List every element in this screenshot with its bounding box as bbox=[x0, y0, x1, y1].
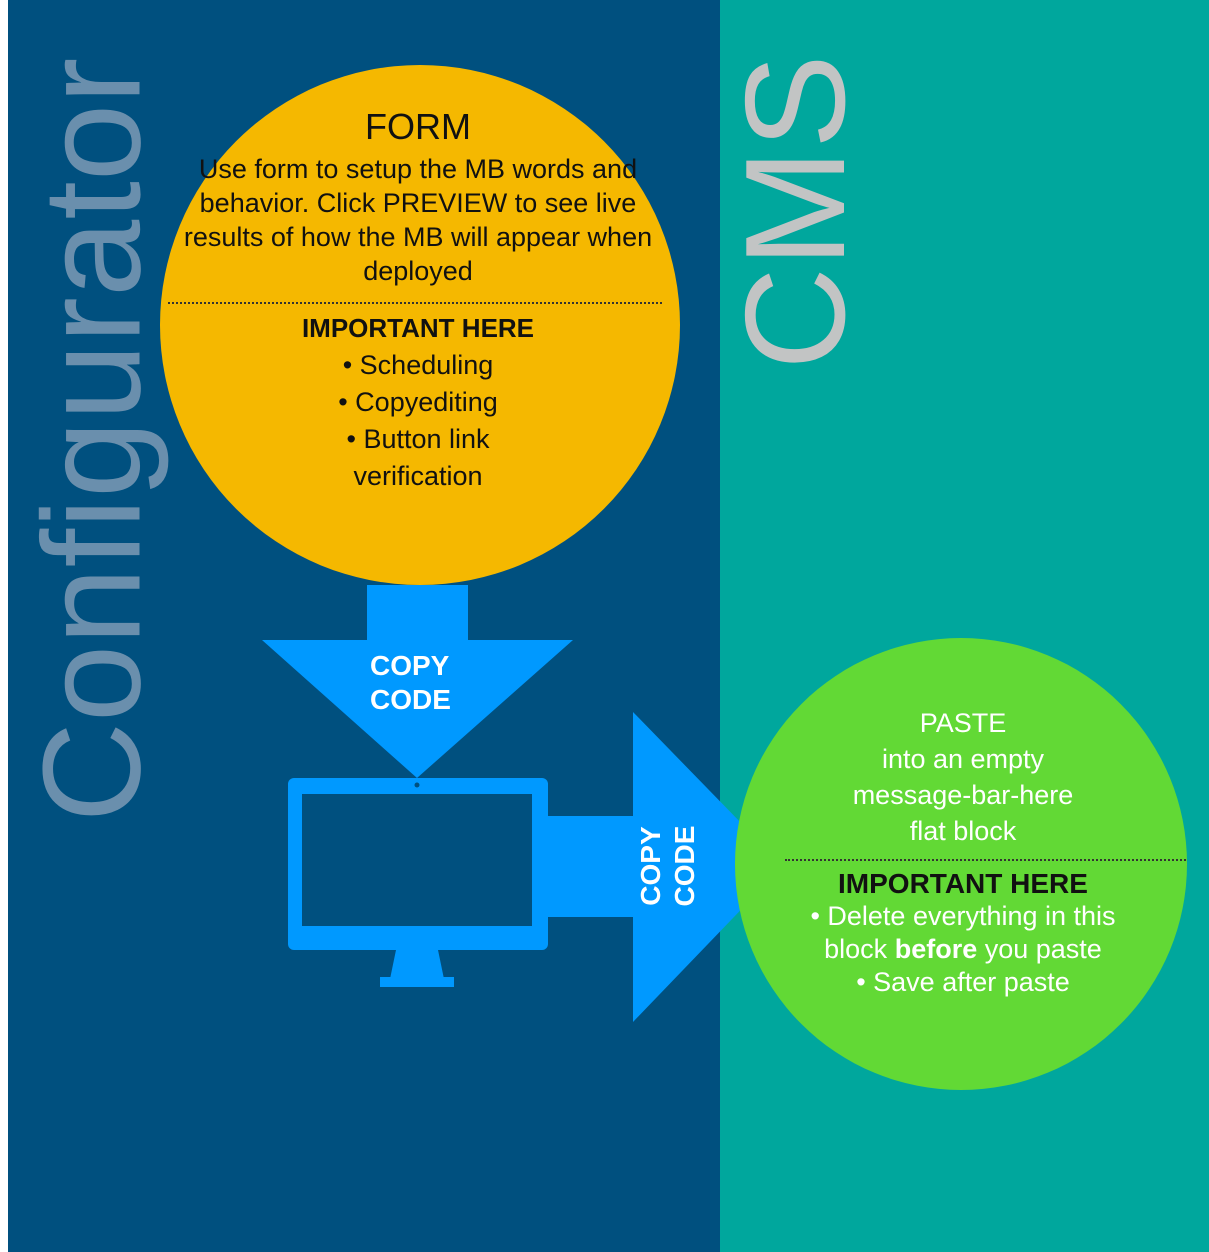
paste-important-list: IMPORTANT HERE • Delete everything in th… bbox=[740, 867, 1186, 999]
paste-item-before-post: you paste bbox=[977, 934, 1102, 964]
paste-text-block: PASTE into an empty message-bar-here fla… bbox=[740, 705, 1186, 999]
paste-circle bbox=[735, 638, 1187, 1090]
right-arrow bbox=[548, 712, 783, 1022]
paste-divider bbox=[785, 859, 1186, 861]
copy-code-right-label: COPY CODE bbox=[634, 826, 702, 907]
copy-code-down-line2: CODE bbox=[370, 684, 451, 715]
copy-code-down-line1: COPY bbox=[370, 650, 450, 681]
paste-item-before-pre: block bbox=[824, 934, 895, 964]
paste-important-heading: IMPORTANT HERE bbox=[838, 868, 1088, 899]
form-item-copyediting: • Copyediting bbox=[338, 387, 498, 417]
paste-heading: PASTE bbox=[919, 708, 1007, 738]
paste-description: into an empty message-bar-here flat bloc… bbox=[740, 741, 1186, 849]
monitor-icon bbox=[288, 778, 548, 987]
form-item-button-link: • Button link bbox=[346, 424, 490, 454]
form-item-scheduling: • Scheduling bbox=[342, 350, 494, 380]
paste-desc-line3: flat block bbox=[909, 816, 1017, 846]
paste-item-before: block before you paste bbox=[740, 933, 1186, 966]
paste-desc-line2: message-bar-here bbox=[852, 780, 1074, 810]
form-circle bbox=[160, 65, 680, 585]
copy-code-down-label: COPY CODE bbox=[370, 649, 451, 717]
form-important-list: IMPORTANT HERE • Scheduling • Copyeditin… bbox=[168, 310, 668, 495]
paste-item-save: • Save after paste bbox=[856, 967, 1070, 997]
form-important-heading: IMPORTANT HERE bbox=[301, 313, 535, 343]
paste-item-delete: • Delete everything in this bbox=[810, 901, 1116, 931]
form-heading: FORM bbox=[365, 106, 471, 147]
form-text-block: FORM Use form to setup the MB words and … bbox=[168, 104, 668, 495]
form-item-verification: verification bbox=[353, 461, 483, 491]
form-description: Use form to setup the MB words and behav… bbox=[183, 154, 653, 286]
paste-item-before-bold: before bbox=[894, 934, 978, 964]
copy-code-right-line1: COPY bbox=[635, 826, 666, 906]
paste-desc-line1: into an empty bbox=[881, 744, 1045, 774]
copy-code-right-line2: CODE bbox=[669, 825, 700, 907]
form-divider bbox=[168, 302, 662, 304]
down-arrow bbox=[262, 585, 573, 778]
